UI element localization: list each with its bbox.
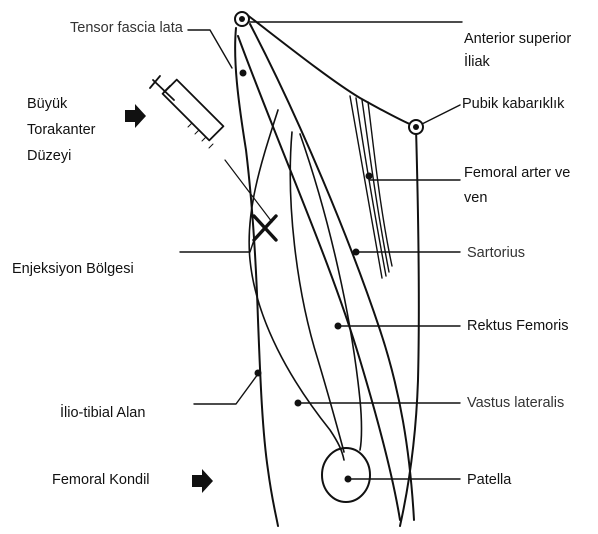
marker-femoral: [366, 173, 373, 180]
anterior-superior-ring-icon: [235, 12, 249, 26]
marker-sartorius: [353, 249, 360, 256]
arrow-right-icon: [192, 469, 213, 493]
label-duzeyi: Düzeyi: [27, 146, 71, 167]
label-pubik-kabariklik: Pubik kabarıklık: [462, 94, 564, 115]
patella-shape: [322, 448, 370, 502]
marker-ilio-tibial: [255, 370, 262, 377]
label-enjeksiyon-bolgesi: Enjeksiyon Bölgesi: [12, 259, 134, 280]
label-tensor-fascia-lata: Tensor fascia lata: [70, 18, 183, 39]
leader-tensor: [188, 30, 232, 68]
marker-rektus: [335, 323, 342, 330]
marker-patella: [345, 476, 352, 483]
label-torakanter: Torakanter: [27, 120, 96, 141]
pubic-ring-icon: [409, 120, 423, 134]
inguinal-ligament: [246, 14, 414, 126]
label-buyuk: Büyük: [27, 94, 67, 115]
label-sartorius: Sartorius: [467, 243, 525, 264]
label-femoral-arter: Femoral arter ve: [464, 163, 570, 184]
vastus-lateral-boundary: [249, 110, 344, 460]
label-anterior-superior: Anterior superior: [464, 29, 571, 50]
label-iliak: İliak: [464, 52, 490, 73]
leader-pubik: [420, 105, 460, 125]
arrow-right-icon: [125, 104, 146, 128]
label-rektus-femoris: Rektus Femoris: [467, 316, 569, 337]
marker-tensor: [240, 70, 247, 77]
leader-enjeksiyon: [180, 240, 254, 252]
label-vastus-lateralis: Vastus lateralis: [467, 393, 564, 414]
thigh-lateral-outline: [235, 28, 278, 526]
label-ven: ven: [464, 188, 487, 209]
marker-vastus: [295, 400, 302, 407]
marker-dots: [240, 70, 373, 483]
label-patella: Patella: [467, 470, 511, 491]
leader-ilio-tibial: [194, 374, 258, 404]
sartorius-lower-edge: [238, 36, 400, 520]
injection-site-x-icon: [254, 216, 276, 240]
label-ilio-tibial: İlio-tibial Alan: [60, 403, 145, 424]
label-femoral-kondil: Femoral Kondil: [52, 470, 150, 491]
